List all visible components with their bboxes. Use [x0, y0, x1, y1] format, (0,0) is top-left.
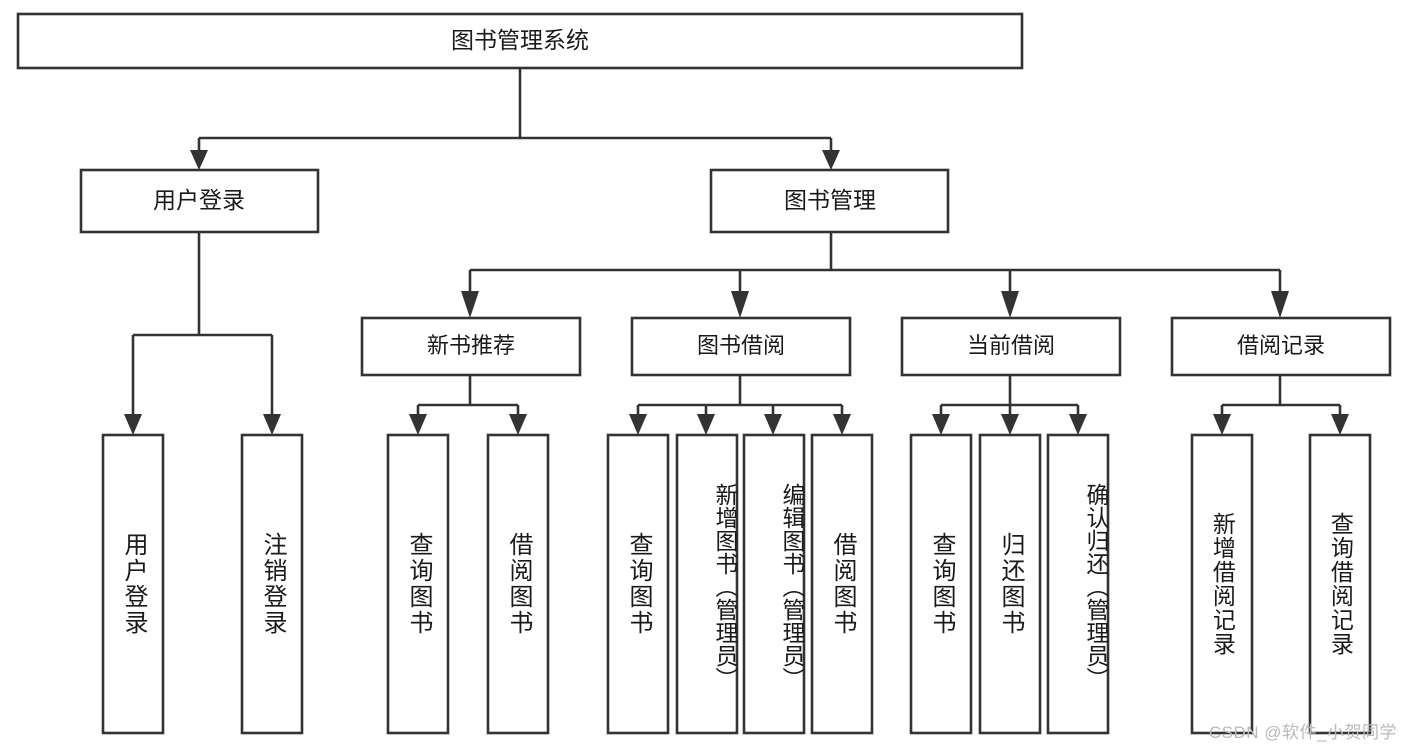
leaf-node-query-book-3[interactable] [909, 433, 973, 735]
node-box-shape [606, 433, 670, 735]
arrow-head-icon [190, 150, 208, 170]
arrow-head-icon [1331, 414, 1349, 435]
node-box-shape [79, 168, 320, 234]
node-box-shape [909, 433, 973, 735]
node-box-shape [900, 316, 1122, 377]
leaf-node-query-borrow-record[interactable] [1308, 433, 1372, 735]
node-box-shape [386, 433, 450, 735]
arrow-head-icon [1001, 414, 1019, 435]
arrow-head-icon [629, 414, 647, 435]
connector-userlogin-to-leaves [124, 232, 281, 435]
leaf-node-add-borrow-record[interactable] [1190, 433, 1254, 735]
node-box-shape [16, 12, 1024, 70]
node-current-borrow-label: 当前借阅 [967, 333, 1055, 358]
node-box-shape [810, 433, 874, 735]
node-box-shape [240, 433, 304, 735]
node-box-shape [1190, 433, 1254, 735]
node-root[interactable]: 图书管理系统 [16, 12, 1024, 70]
leaf-node-borrow-book-2[interactable] [810, 433, 874, 735]
leaf-node-borrow-book-1[interactable] [486, 433, 550, 735]
connector-currentborrow-to-leaves [932, 375, 1087, 435]
node-book-borrow[interactable]: 图书借阅 [630, 316, 852, 377]
node-user-login[interactable]: 用户登录 [79, 168, 320, 234]
leaf-node-add-book-admin[interactable] [675, 433, 739, 735]
node-box-shape [742, 433, 806, 735]
node-box-shape [360, 316, 582, 377]
node-box-shape [630, 316, 852, 377]
node-current-borrow[interactable]: 当前借阅 [900, 316, 1122, 377]
node-book-borrow-label: 图书借阅 [697, 333, 785, 358]
arrow-head-icon [932, 414, 950, 435]
arrow-head-icon [409, 414, 427, 435]
node-box-shape [675, 433, 739, 735]
connector-root-to-level2 [190, 68, 840, 170]
arrow-head-icon [833, 414, 851, 435]
node-borrow-record-label: 借阅记录 [1237, 333, 1325, 358]
leaf-node-query-book-1[interactable] [386, 433, 450, 735]
watermark-text: CSDN @软件_小贺同学 [1208, 723, 1397, 742]
connector-borrowrecord-to-leaves [1213, 375, 1349, 435]
arrow-head-icon [764, 414, 782, 435]
node-box-shape [1046, 433, 1110, 735]
leaf-node-user-login[interactable] [101, 433, 165, 735]
arrow-head-icon [1069, 414, 1087, 435]
arrow-head-icon [1001, 291, 1019, 318]
node-box-shape [978, 433, 1042, 735]
leaf-node-logout[interactable] [240, 433, 304, 735]
node-root-label: 图书管理系统 [451, 27, 589, 53]
node-new-book-recommend-label: 新书推荐 [427, 333, 515, 358]
arrow-head-icon [822, 150, 840, 170]
node-box-shape [709, 168, 950, 234]
node-box-shape [101, 433, 165, 735]
node-box-shape [1170, 316, 1392, 377]
leaf-node-edit-book-admin[interactable] [742, 433, 806, 735]
node-borrow-record[interactable]: 借阅记录 [1170, 316, 1392, 377]
arrow-head-icon [461, 291, 479, 318]
connector-bookmgmt-to-level3 [461, 232, 1289, 318]
arrow-head-icon [124, 414, 142, 435]
node-box-shape [486, 433, 550, 735]
arrow-head-icon [731, 291, 749, 318]
node-user-login-label: 用户登录 [153, 187, 245, 213]
node-book-management[interactable]: 图书管理 [709, 168, 950, 234]
arrow-head-icon [263, 414, 281, 435]
leaf-node-confirm-return-admin[interactable] [1046, 433, 1110, 735]
arrow-head-icon [1213, 414, 1231, 435]
leaf-node-return-book[interactable] [978, 433, 1042, 735]
connector-newbook-to-leaves [409, 375, 527, 435]
arrow-head-icon [509, 414, 527, 435]
node-box-shape [1308, 433, 1372, 735]
connector-bookborrow-to-leaves [629, 375, 851, 435]
leaf-node-query-book-2[interactable] [606, 433, 670, 735]
arrow-head-icon [1271, 291, 1289, 318]
arrow-head-icon [697, 414, 715, 435]
node-new-book-recommend[interactable]: 新书推荐 [360, 316, 582, 377]
node-book-management-label: 图书管理 [784, 187, 876, 213]
